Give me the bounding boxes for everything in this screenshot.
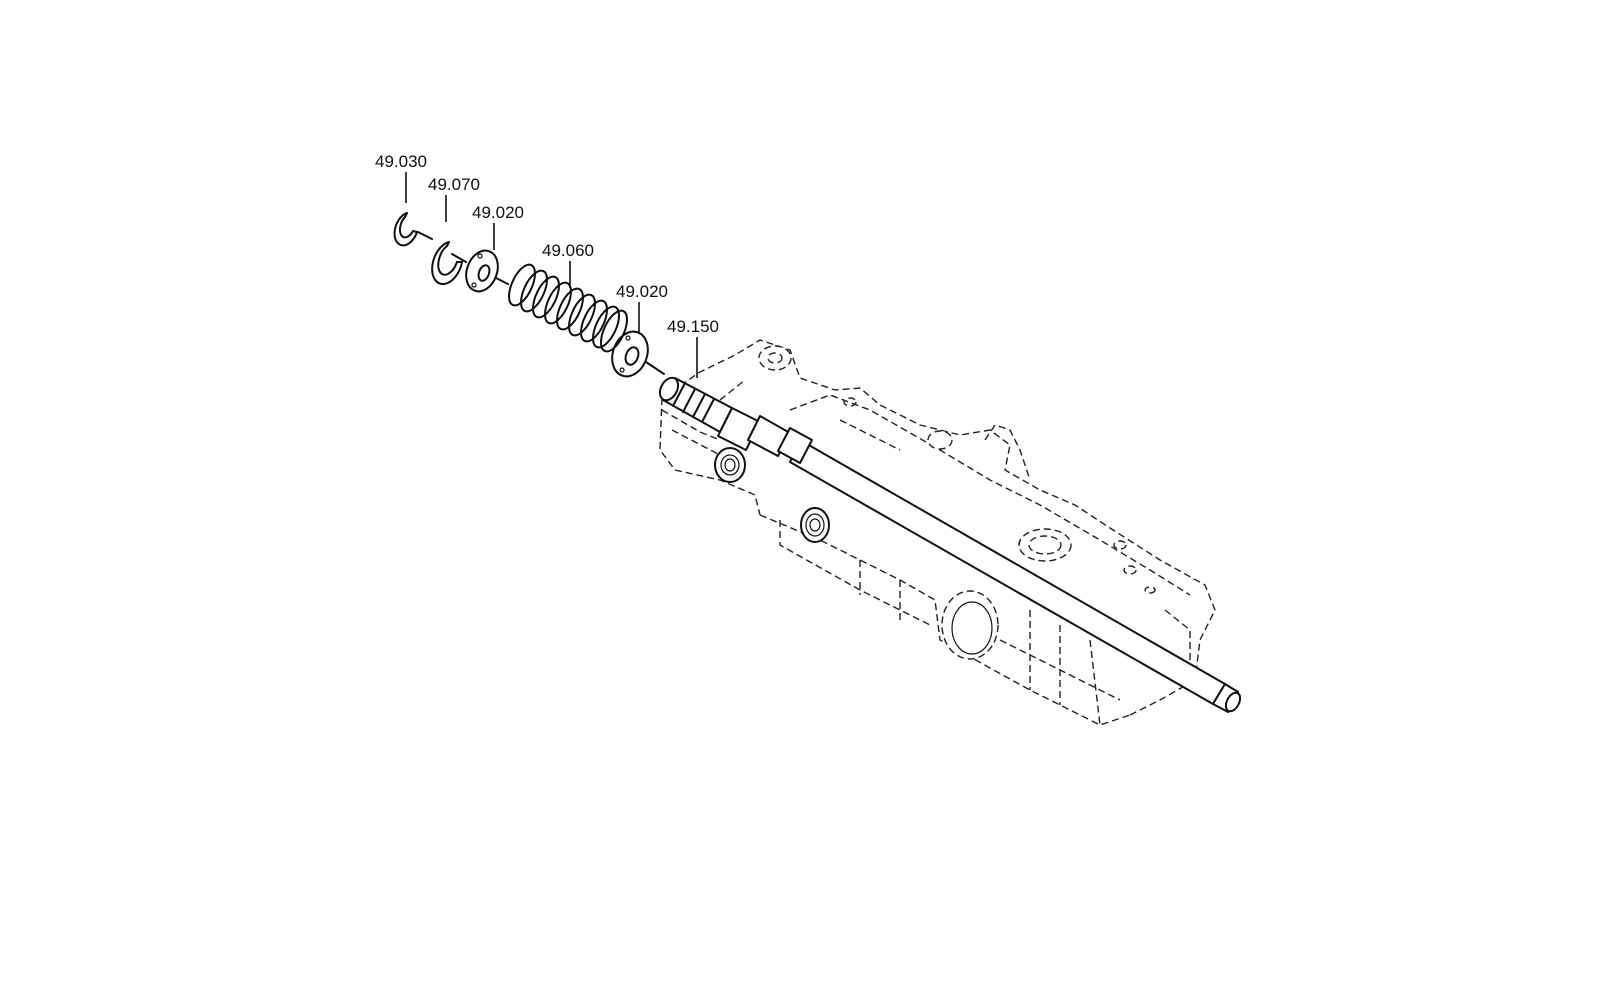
callout-49-070: 49.070 <box>428 175 480 222</box>
circlip-49-030 <box>393 212 433 247</box>
callout-49-020-left: 49.020 <box>472 203 524 250</box>
callout-49-030: 49.030 <box>375 152 427 203</box>
shaft-49-150 <box>658 376 1242 713</box>
housing-phantom-outline <box>659 339 1216 726</box>
callout-label: 49.030 <box>375 152 427 171</box>
callout-label: 49.070 <box>428 175 480 194</box>
callout-label: 49.020 <box>472 203 524 222</box>
washer-49-020-right <box>611 330 665 378</box>
callout-49-150: 49.150 <box>667 317 719 378</box>
washer-49-020-left <box>465 249 509 293</box>
callout-49-060: 49.060 <box>542 241 594 288</box>
callout-49-020-right: 49.020 <box>616 282 668 334</box>
callout-label: 49.020 <box>616 282 668 301</box>
spring-49-060 <box>508 263 628 353</box>
retaining-ring-49-070 <box>431 241 467 286</box>
callout-label: 49.060 <box>542 241 594 260</box>
callout-label: 49.150 <box>667 317 719 336</box>
